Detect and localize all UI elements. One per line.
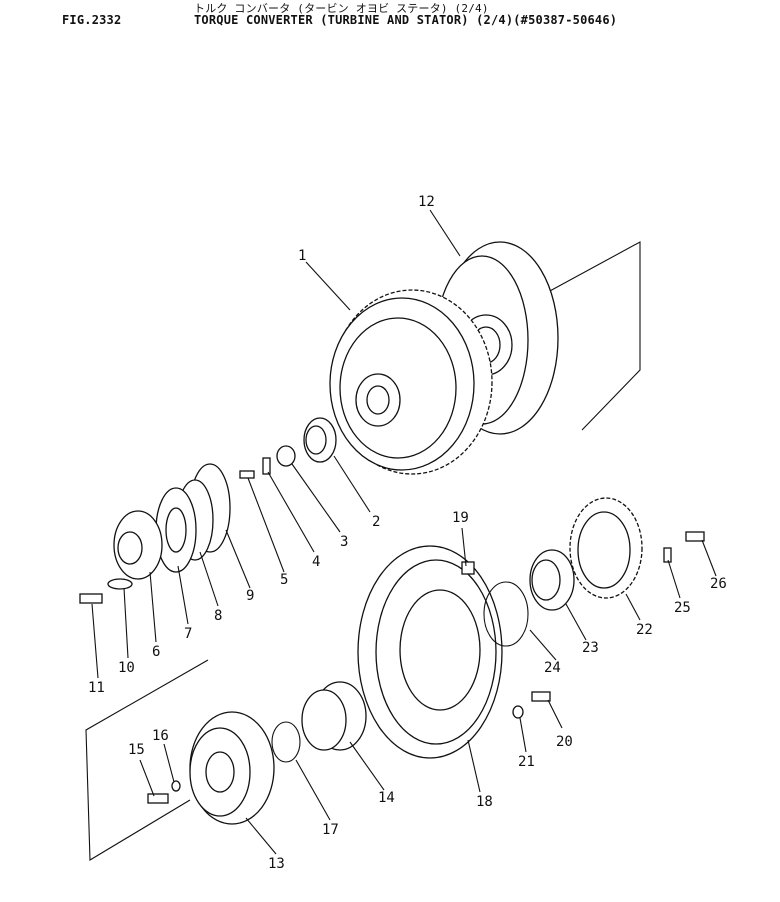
callout-22: 22: [636, 622, 653, 638]
callout-18: 18: [476, 794, 493, 810]
callout-17: 17: [322, 822, 339, 838]
callout-21: 21: [518, 754, 535, 770]
part-26-bolt: [685, 531, 705, 542]
callout-25: 25: [674, 600, 691, 616]
callout-4: 4: [312, 554, 320, 570]
figure-number: FIG.2332: [62, 13, 122, 27]
title-english: TORQUE CONVERTER (TURBINE AND STATOR) (2…: [194, 13, 618, 27]
part-19-nut: [461, 561, 475, 575]
part-25-lock: [663, 547, 672, 563]
callout-1: 1: [298, 248, 306, 264]
part-6-hub: [113, 510, 163, 580]
callout-20: 20: [556, 734, 573, 750]
callout-5: 5: [280, 572, 288, 588]
part-21-washer: [512, 705, 524, 719]
part-3-plate: [276, 445, 296, 467]
leader-lines: [91, 209, 717, 855]
callout-2: 2: [372, 514, 380, 530]
part-13-stator: [189, 711, 275, 825]
callout-14: 14: [378, 790, 395, 806]
part-11-bolt: [79, 593, 103, 604]
part-7-spacer: [155, 487, 197, 573]
part-20-bolt: [531, 691, 551, 702]
callout-9: 9: [246, 588, 254, 604]
callout-labels: 1 12 2 3 4 5 6 7 8 9 10 11 19 18 14 17 1…: [88, 194, 727, 872]
callout-6: 6: [152, 644, 160, 660]
callout-11: 11: [88, 680, 105, 696]
callout-12: 12: [418, 194, 435, 210]
callout-26: 26: [710, 576, 727, 592]
part-22-gear: [569, 497, 643, 599]
callout-3: 3: [340, 534, 348, 550]
callout-7: 7: [184, 626, 192, 642]
callout-8: 8: [214, 608, 222, 624]
title-japanese: トルク コンバータ (タービン オヨビ ステータ) (2/4): [194, 2, 489, 15]
part-18-stator-carrier: [357, 545, 503, 759]
part-5-bolt: [239, 470, 255, 479]
callout-19: 19: [452, 510, 469, 526]
group-bracket-stator: [85, 659, 209, 861]
callout-16: 16: [152, 728, 169, 744]
group-bracket-turbine: [547, 241, 641, 431]
part-4-lock: [262, 457, 271, 475]
part-14-hub: [301, 681, 367, 751]
part-24-snap-ring: [483, 581, 529, 647]
part-16-washer: [171, 780, 181, 792]
part-2-bearing: [303, 417, 337, 463]
callout-15: 15: [128, 742, 145, 758]
part-1-turbine-gear: [329, 289, 493, 475]
part-15-bolt: [147, 793, 169, 804]
part-10-lock: [107, 578, 133, 590]
part-17-snap-ring: [271, 721, 301, 763]
part-23-bearing: [529, 549, 575, 611]
callout-24: 24: [544, 660, 561, 676]
callout-10: 10: [118, 660, 135, 676]
callout-13: 13: [268, 856, 285, 872]
callout-23: 23: [582, 640, 599, 656]
